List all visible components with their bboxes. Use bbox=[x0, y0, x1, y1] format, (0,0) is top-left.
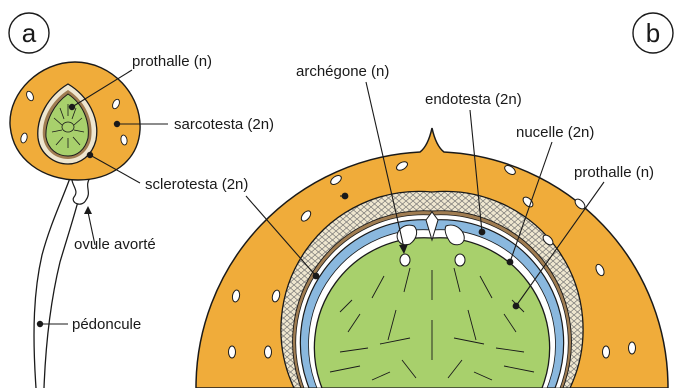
label-sarcotesta-a: sarcotesta (2n) bbox=[174, 116, 274, 133]
label-endotesta: endotesta (2n) bbox=[425, 91, 522, 108]
arrow-ovule-avorte bbox=[84, 206, 92, 214]
peduncle-stalk bbox=[34, 178, 84, 388]
dot-endotesta bbox=[479, 229, 486, 236]
panel-a-letter: a bbox=[22, 18, 37, 48]
label-nucelle: nucelle (2n) bbox=[516, 124, 594, 141]
seed-small bbox=[10, 62, 140, 180]
label-ovule-avorte: ovule avorté bbox=[74, 236, 156, 253]
label-sclerotesta-a: sclerotesta (2n) bbox=[145, 176, 248, 193]
label-prothalle-a: prothalle (n) bbox=[132, 53, 212, 70]
dot-nucelle bbox=[507, 259, 514, 266]
dot-sclerotesta-a bbox=[87, 152, 93, 158]
panel-b: b bbox=[196, 13, 673, 388]
label-archegone: archégone (n) bbox=[296, 63, 389, 80]
dot-prothalle-a bbox=[69, 104, 75, 110]
dot-sclerotesta-b bbox=[313, 273, 320, 280]
label-prothalle-b: prothalle (n) bbox=[574, 164, 654, 181]
dot-sarcotesta-b bbox=[342, 193, 349, 200]
dot-prothalle-b bbox=[513, 303, 520, 310]
dot-sarcotesta-a bbox=[114, 121, 120, 127]
panel-b-letter: b bbox=[646, 18, 660, 48]
label-pedoncule: pédoncule bbox=[72, 316, 141, 333]
dot-pedoncule bbox=[37, 321, 43, 327]
